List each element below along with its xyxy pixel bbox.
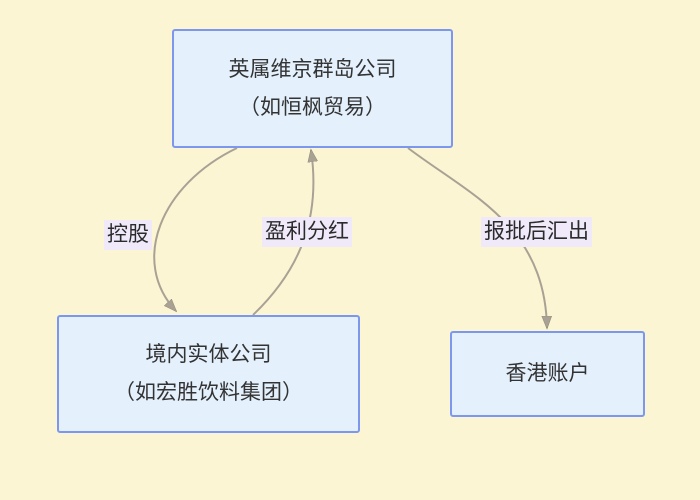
edge-label-holding: 控股: [104, 220, 152, 250]
node-hongkong-account: 香港账户: [450, 331, 645, 417]
node-domestic-title: 境内实体公司: [145, 343, 272, 366]
node-bvi-subtitle: （如恒枫贸易）: [239, 95, 386, 119]
node-domestic-subtitle: （如宏胜饮料集团）: [114, 381, 303, 404]
edge-label-dividend: 盈利分红: [262, 217, 352, 247]
node-hk-title: 香港账户: [505, 362, 590, 385]
node-domestic-company: 境内实体公司 （如宏胜饮料集团）: [57, 315, 360, 433]
node-bvi-title: 英属维京群岛公司: [228, 57, 397, 81]
node-bvi-company: 英属维京群岛公司 （如恒枫贸易）: [172, 29, 453, 148]
edge-label-remit: 报批后汇出: [481, 217, 592, 247]
edge-holding-arrow: [153, 147, 238, 311]
